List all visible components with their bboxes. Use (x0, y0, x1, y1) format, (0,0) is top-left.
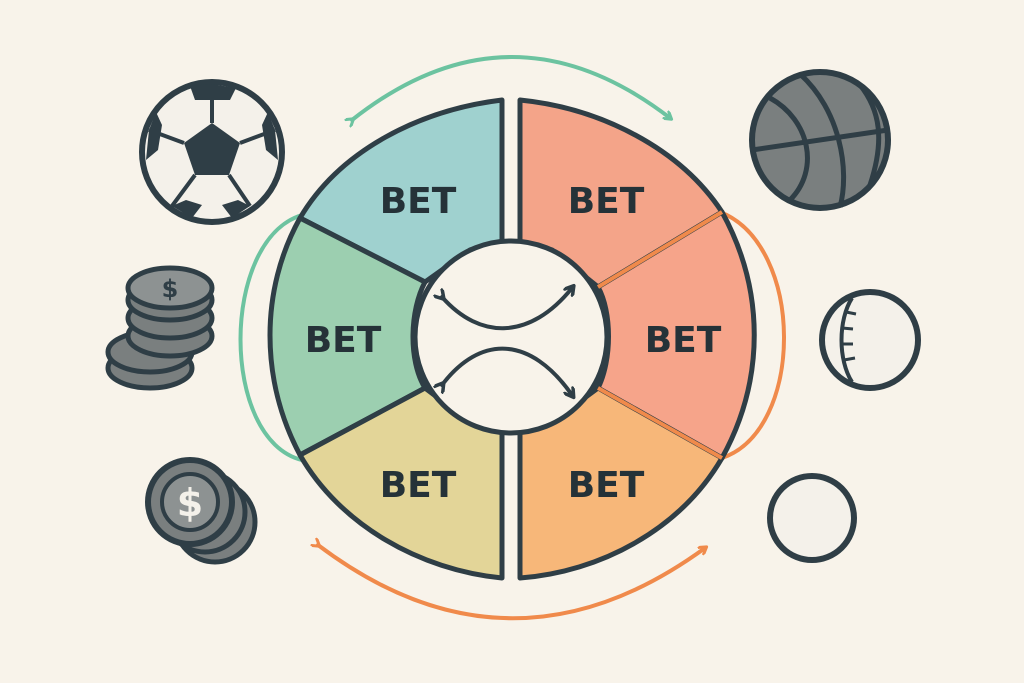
segment-label-top-left: BET (380, 181, 457, 222)
segment-label-mid-right: BET (645, 320, 722, 361)
bottom-cycle-arrow (318, 545, 705, 621)
left-cycle-connector (238, 213, 304, 462)
segment-seam-bottom-left (299, 386, 426, 457)
segment-mid-left[interactable] (267, 215, 428, 458)
segment-label-mid-left: BET (305, 320, 382, 361)
segment-bottom-right[interactable] (517, 385, 725, 581)
center-hub (412, 238, 610, 436)
svg-text:$: $ (177, 481, 203, 525)
top-cycle-arrow (352, 55, 670, 120)
segment-seam-top-right (596, 210, 724, 289)
basketball-icon (749, 69, 891, 211)
wheel: BET BET BET BET BET BET (267, 97, 757, 581)
segment-seam-bottom-right (597, 386, 723, 460)
ball-icon (767, 473, 857, 563)
right-cycle-connector (718, 210, 786, 460)
center-arrow-upper (442, 288, 572, 331)
coin-stack-icon: $ (105, 265, 215, 391)
segment-label-top-right: BET (568, 181, 645, 222)
dollar-coins-icon: $ (145, 457, 258, 565)
segment-seam-top-left (299, 216, 426, 284)
segment-label-bottom-left: BET (380, 465, 457, 506)
soccer-ball-icon (139, 79, 285, 225)
baseball-icon (819, 289, 921, 391)
svg-text:$: $ (162, 275, 179, 303)
center-arrow-lower (442, 346, 572, 395)
segment-bottom-left[interactable] (297, 385, 505, 581)
segment-label-bottom-right: BET (568, 465, 645, 506)
